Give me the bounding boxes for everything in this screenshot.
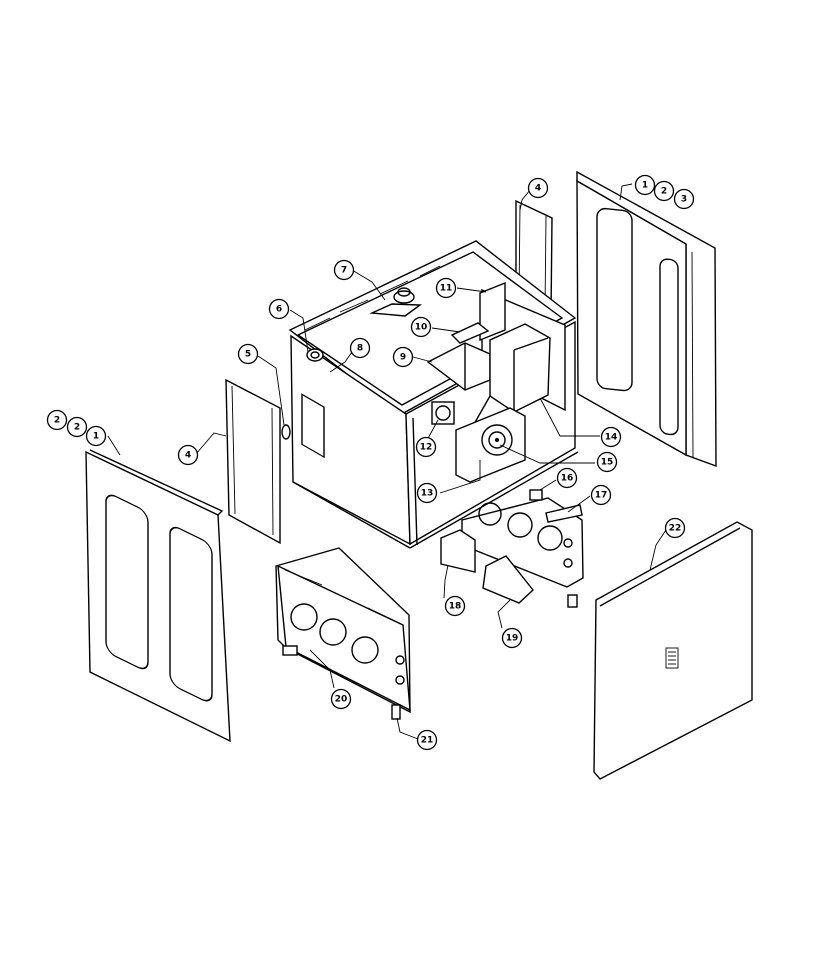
callout-label: 16 [561,474,574,484]
side-panel-left [85,449,231,743]
callout-1: 1 [85,425,107,447]
callout-5: 5 [237,343,259,365]
callout-14: 14 [600,426,622,448]
callout-2: 2 [46,409,68,431]
callout-3: 3 [673,188,695,210]
callout-20: 20 [330,688,352,710]
thermostat-sensor [369,287,423,317]
callout-circle [501,627,523,649]
leader-lines [107,183,667,740]
callout-label: 10 [415,323,428,333]
side-panel-right [576,170,717,468]
callout-label: 18 [449,602,462,612]
callout-21: 21 [416,729,438,751]
insulation-left [225,378,281,545]
callout-1: 1 [634,174,656,196]
callout-circle [415,436,437,458]
callout-circle [416,729,438,751]
callout-circle [392,346,414,368]
callout-22: 22 [664,517,686,539]
callout-label: 11 [440,284,453,294]
callout-circle [330,688,352,710]
callout-circle [590,484,612,506]
callout-label: 1 [93,432,99,442]
callout-label: 8 [357,344,363,354]
callout-19: 19 [501,627,523,649]
callout-circle [664,517,686,539]
receptacle [431,401,455,425]
callout-label: 9 [400,353,406,363]
callout-circle [600,426,622,448]
callout-label: 3 [681,195,687,205]
callout-label: 15 [601,458,614,468]
callout-11: 11 [435,277,457,299]
callout-label: 7 [341,266,347,276]
callout-label: 17 [595,491,608,501]
callout-circle [237,343,259,365]
callout-circle [66,416,88,438]
callout-2: 2 [66,416,88,438]
callout-label: 14 [605,433,618,443]
toe-kick-base [275,547,411,714]
bracket-19 [482,555,534,604]
callout-label: 2 [661,187,667,197]
callout-12: 12 [415,436,437,458]
callout-13: 13 [416,482,438,504]
callout-circle [177,444,199,466]
callout-circle [349,337,371,359]
callout-7: 7 [333,259,355,281]
callout-label: 22 [669,524,682,534]
bracket-10 [450,322,490,344]
callout-label: 12 [420,443,433,453]
callout-6: 6 [268,298,290,320]
callout-circle [634,174,656,196]
callout-circle [527,177,549,199]
callout-8: 8 [349,337,371,359]
callout-4: 4 [177,444,199,466]
callout-18: 18 [444,595,466,617]
callout-label: 5 [245,350,251,360]
callout-circle [416,482,438,504]
callout-circle [444,595,466,617]
callout-label: 2 [54,416,60,426]
terminal-block [545,504,583,523]
callout-label: 21 [421,736,434,746]
callout-label: 20 [335,695,348,705]
callout-label: 4 [535,184,541,194]
callout-label: 13 [421,489,434,499]
bracket-18 [440,529,476,573]
callout-9: 9 [392,346,414,368]
door-switch [281,424,291,440]
leveling-leg-right [567,594,578,608]
callout-4: 4 [527,177,549,199]
callout-circle [333,259,355,281]
callout-circle [410,316,432,338]
callout-15: 15 [596,451,618,473]
callout-17: 17 [590,484,612,506]
callout-16: 16 [556,467,578,489]
callout-2: 2 [653,180,675,202]
oven-light [306,348,324,362]
terminal [529,489,543,501]
callout-label: 2 [74,423,80,433]
callout-circle [268,298,290,320]
callout-circle [85,425,107,447]
callout-label: 4 [185,451,191,461]
callout-circle [673,188,695,210]
callout-10: 10 [410,316,432,338]
leveling-leg [282,645,401,720]
callout-circle [556,467,578,489]
callout-label: 1 [642,181,648,191]
callout-label: 19 [506,634,519,644]
callout-circle [46,409,68,431]
back-panel [593,521,753,780]
callout-circle [653,180,675,202]
callout-circle [596,451,618,473]
callout-label: 6 [276,305,282,315]
blower-housing [464,323,551,441]
callout-circle [435,277,457,299]
